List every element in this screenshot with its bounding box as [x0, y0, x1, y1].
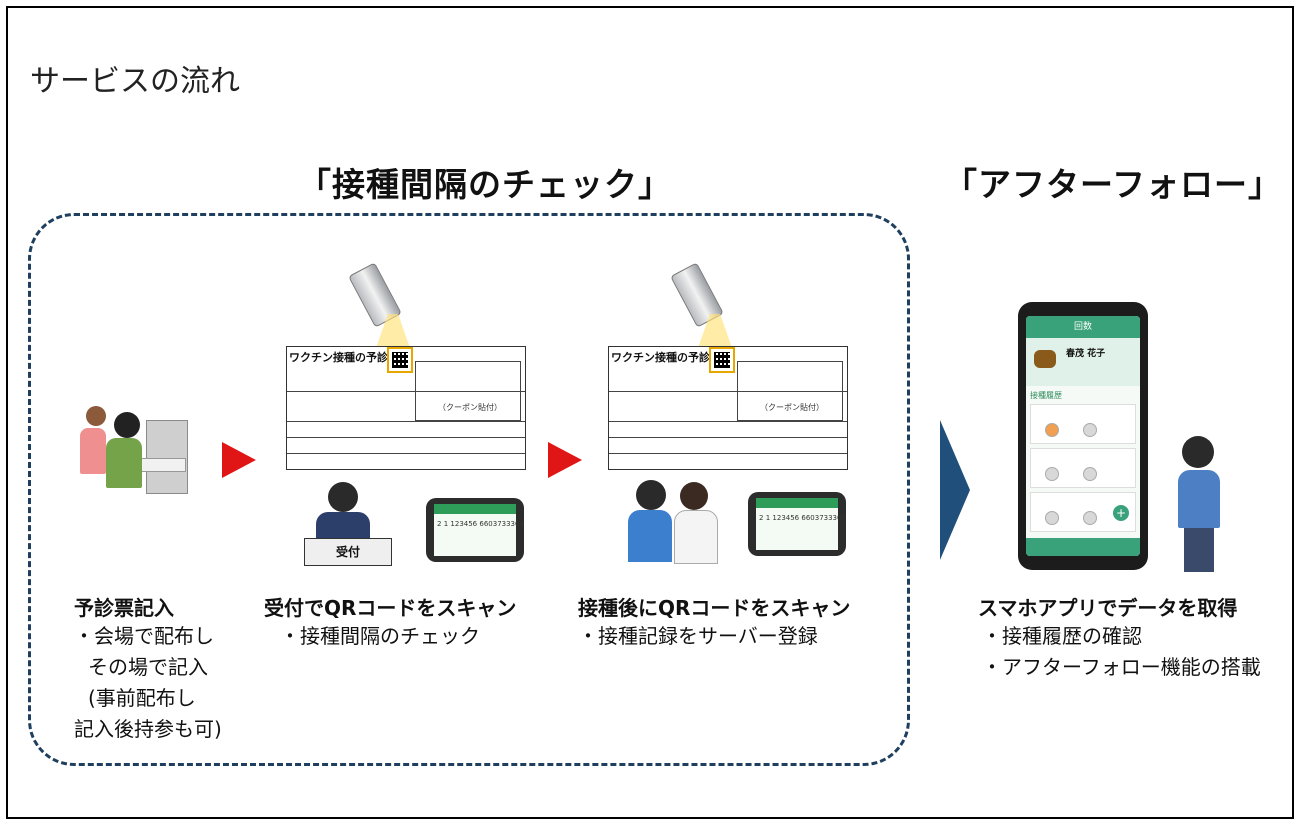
- person-legs: [1184, 528, 1214, 572]
- app-card: [1030, 404, 1136, 444]
- person-body: [1178, 470, 1220, 528]
- add-icon: +: [1113, 505, 1129, 521]
- step-line: ・アフターフォロー機能の搭載: [982, 655, 1261, 679]
- person-with-phone-illustration: [1176, 436, 1226, 576]
- form-filling-illustration: [74, 398, 194, 498]
- form-coupon-label: （クーポン貼付）: [760, 403, 824, 412]
- tablet-value: 2: [759, 514, 764, 522]
- vaccination-scan-illustration: ワクチン接種の予診票 （クーポン貼付） 2 1 123456 660373330…: [608, 258, 853, 573]
- dose-dot: [1083, 467, 1097, 481]
- qr-code-icon: [387, 347, 413, 373]
- questionnaire-form: ワクチン接種の予診票 （クーポン貼付）: [608, 346, 848, 470]
- step-4-text: スマホアプリでデータを取得 ・接種履歴の確認 ・アフターフォロー機能の搭載: [978, 592, 1261, 683]
- dose-dot: [1083, 423, 1097, 437]
- app-bottom-nav: [1026, 538, 1140, 556]
- nurse-head: [680, 482, 708, 510]
- person-head: [86, 406, 106, 426]
- tablet-value: 123456: [450, 520, 478, 528]
- tablet-value: 123456: [772, 514, 800, 522]
- app-card: [1030, 448, 1136, 488]
- nurse-body: [674, 510, 718, 564]
- step-line: ・会場で配布し: [74, 624, 214, 648]
- step-line: ・接種記録をサーバー登録: [578, 624, 818, 648]
- patient-head: [636, 480, 666, 510]
- step-2-text: 受付でQRコードをスキャン ・接種間隔のチェック: [264, 592, 516, 652]
- step-title: 受付でQRコードをスキャン: [264, 596, 517, 620]
- dose-dot: [1083, 511, 1097, 525]
- section-title-check: 「接種間隔のチェック」: [298, 165, 672, 204]
- step-1-text: 予診票記入 ・会場で配布し その場で記入 (事前配布し 記入後持参も可): [74, 592, 222, 745]
- flow-arrow: [940, 420, 970, 560]
- form-heading: ワクチン接種の予診票: [289, 351, 399, 364]
- section-title-after: 「アフターフォロー」: [944, 165, 1283, 204]
- step-3-text: 接種後にQRコードをスキャン ・接種記録をサーバー登録: [578, 592, 850, 652]
- dog-icon: [1034, 350, 1056, 368]
- questionnaire-form: ワクチン接種の予診票 （クーポン貼付）: [286, 346, 526, 470]
- tablet-icon: 2 1 123456 6603733308: [426, 498, 524, 562]
- tablet-value: 2: [437, 520, 442, 528]
- step-line: ・接種間隔のチェック: [280, 624, 480, 648]
- step-title: スマホアプリでデータを取得: [978, 596, 1238, 620]
- form-heading: ワクチン接種の予診票: [611, 351, 721, 364]
- patient-body: [628, 510, 672, 562]
- tablet-value: 6603733308: [479, 520, 524, 528]
- step-line: (事前配布し: [88, 686, 196, 710]
- dose-dot: [1045, 467, 1059, 481]
- smartphone-icon: 回数 春茂 花子 接種履歴 +: [1018, 302, 1148, 570]
- red-arrow-right: [548, 442, 582, 478]
- tablet-value: 1: [765, 514, 771, 522]
- tablet-icon: 2 1 123456 6603733308: [748, 492, 846, 556]
- booth-partition: [146, 420, 188, 494]
- app-card: +: [1030, 492, 1136, 532]
- dose-dot: [1045, 511, 1059, 525]
- app-user-name: 春茂 花子: [1066, 349, 1106, 359]
- app-header: 回数: [1026, 316, 1140, 338]
- check-phase-box: [28, 213, 910, 766]
- tablet-value: 1: [443, 520, 449, 528]
- step-title: 予診票記入: [74, 596, 174, 620]
- red-arrow-right: [222, 442, 256, 478]
- person-head: [1182, 436, 1214, 468]
- dose-dot: [1045, 423, 1059, 437]
- step-line: その場で記入: [88, 655, 208, 679]
- receptionist-body: [316, 512, 370, 542]
- diagram-frame: [6, 6, 1294, 819]
- person-body: [106, 438, 142, 488]
- tablet-value: 6603733308: [801, 514, 846, 522]
- person-head: [114, 412, 140, 438]
- page-title: サービスの流れ: [30, 64, 240, 99]
- step-line: 記入後持参も可): [74, 717, 222, 741]
- app-profile: 春茂 花子: [1026, 338, 1140, 386]
- reception-desk-sign: 受付: [304, 538, 392, 566]
- app-section-label: 接種履歴: [1030, 391, 1062, 400]
- form-coupon-label: （クーポン貼付）: [438, 403, 502, 412]
- person-body: [80, 428, 106, 474]
- qr-code-icon: [709, 347, 735, 373]
- step-line: ・接種履歴の確認: [982, 624, 1142, 648]
- reception-scan-illustration: ワクチン接種の予診票 （クーポン貼付） 受付 2 1 123456 660373…: [286, 258, 531, 573]
- receptionist-head: [328, 482, 358, 512]
- step-title: 接種後にQRコードをスキャン: [578, 596, 851, 620]
